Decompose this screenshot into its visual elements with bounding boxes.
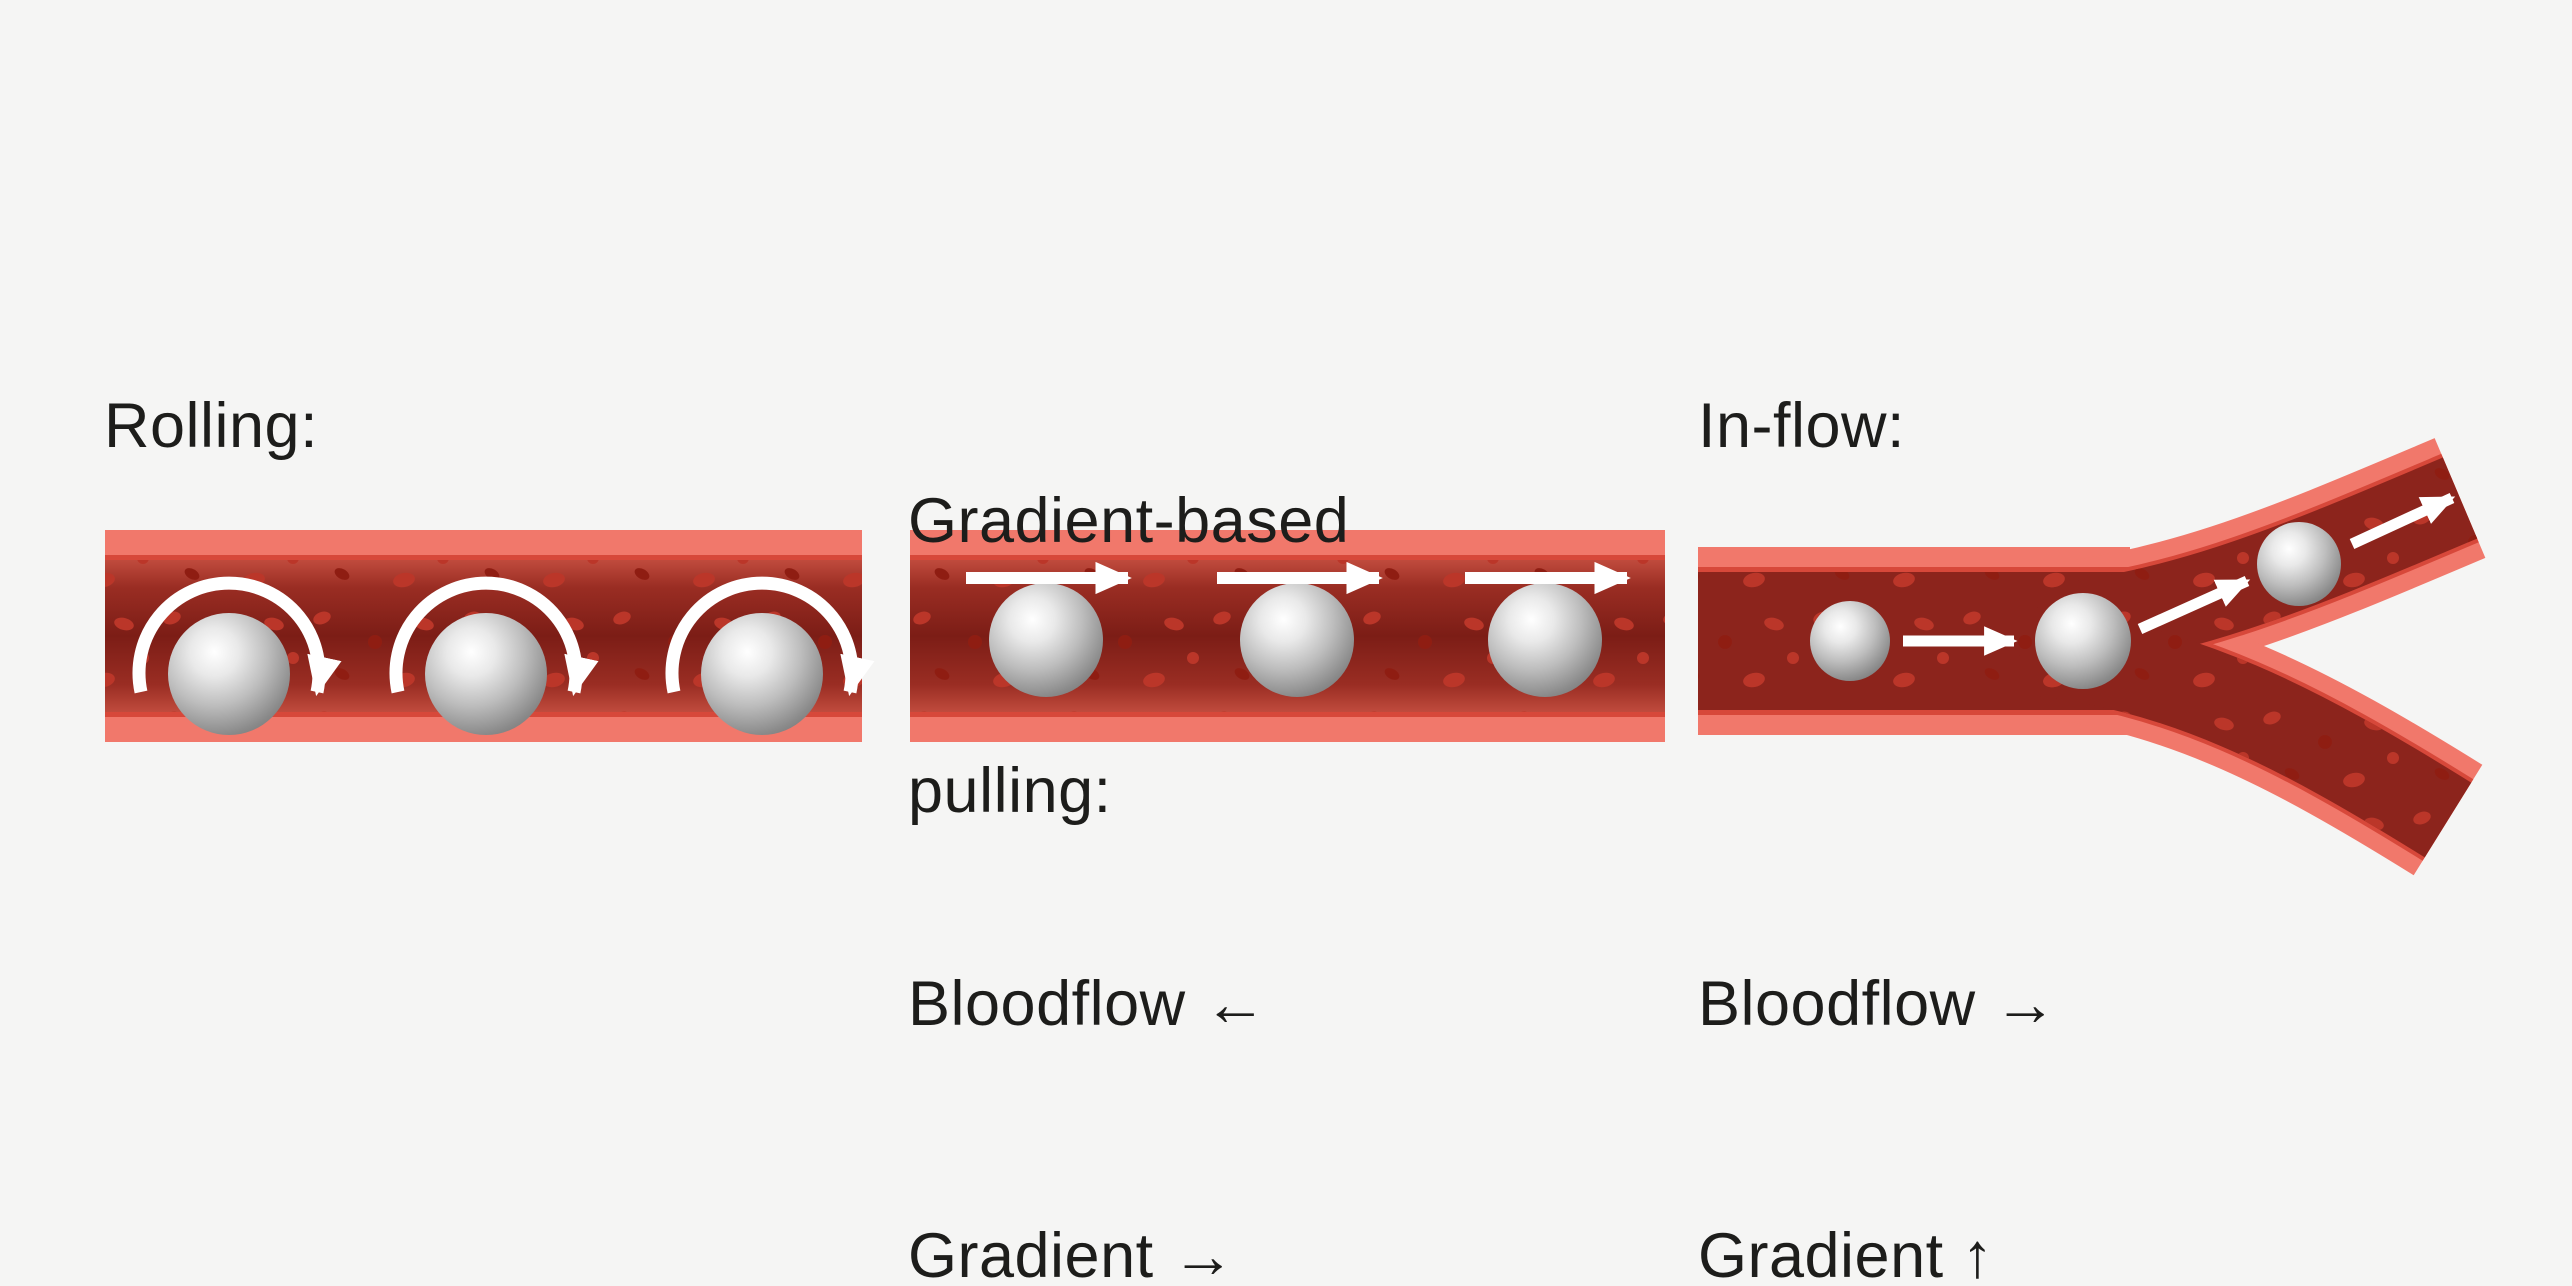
rolling-arrow-icon — [665, 576, 875, 697]
cell-sphere — [989, 583, 1103, 697]
cell-sphere — [425, 613, 547, 735]
in-flow-caption: Bloodflow → Gradient ↑ — [1698, 794, 2057, 1286]
gradient-direction-label: Gradient ↑ — [1698, 1221, 1994, 1286]
bloodflow-direction-label: Bloodflow → — [1698, 969, 2058, 1039]
vessel-gradient-pulling — [910, 530, 1665, 742]
gradient-pulling-title-line2: pulling: — [908, 756, 1112, 826]
gradient-pulling-title: Gradient-based pulling: — [908, 296, 1349, 1016]
gradient-direction-label: Gradient → — [908, 1221, 1236, 1286]
rolling-arrow-icon — [132, 576, 342, 697]
flow-arrow-icon — [2349, 493, 2456, 549]
vessel-in-flow — [1698, 438, 2486, 876]
cell-sphere — [2257, 522, 2341, 606]
cell-sphere — [1240, 583, 1354, 697]
cell-sphere — [168, 613, 290, 735]
cell-sphere — [1488, 583, 1602, 697]
cell-sphere — [701, 613, 823, 735]
cell-sphere — [2035, 593, 2131, 689]
flow-arrow-icon — [2137, 575, 2251, 635]
gradient-pulling-caption: Bloodflow ← Gradient → — [908, 794, 1267, 1286]
rolling-title: Rolling: — [104, 391, 319, 461]
bloodflow-direction-label: Bloodflow ← — [908, 969, 1268, 1039]
cell-sphere — [1810, 601, 1890, 681]
vessel-rolling — [105, 530, 875, 742]
in-flow-title: In-flow: — [1698, 391, 1906, 461]
gradient-pulling-title-line1: Gradient-based — [908, 486, 1350, 556]
rolling-arrow-icon — [389, 576, 599, 697]
